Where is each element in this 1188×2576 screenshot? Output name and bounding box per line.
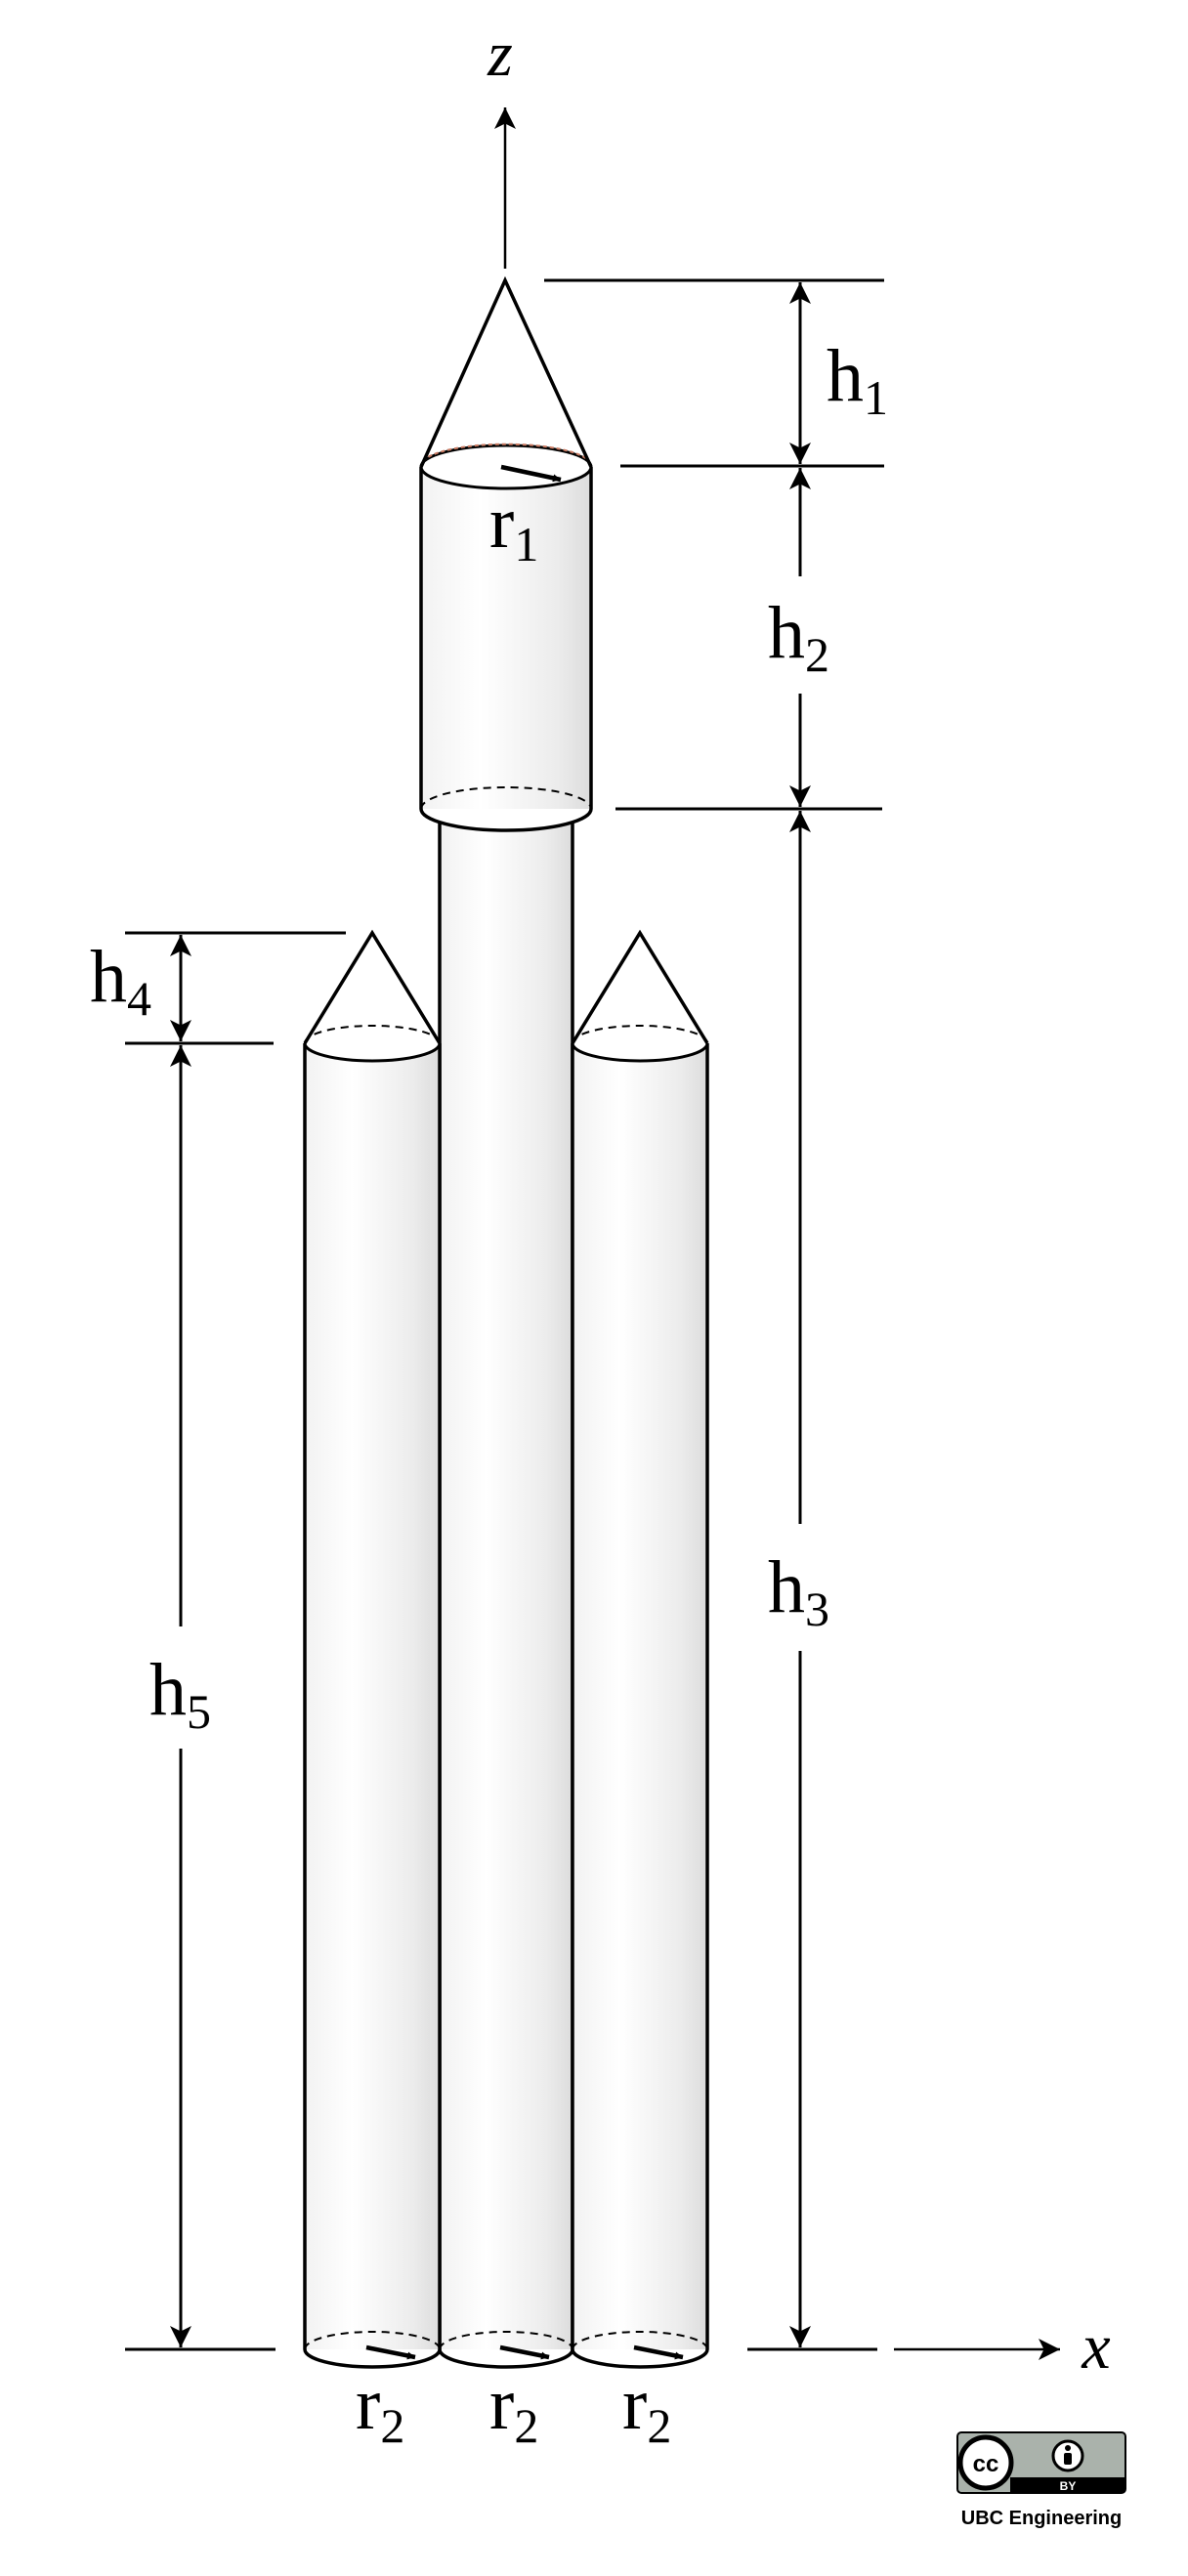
label-h4: h4: [90, 936, 151, 1026]
label-r2-left: r2: [356, 2363, 404, 2453]
cc-by-license-badge: cc BY: [956, 2431, 1126, 2494]
x-axis-label: x: [1081, 2311, 1110, 2383]
radius-arrows: [365, 464, 684, 2360]
core-stage: [438, 807, 574, 2369]
label-r1: r1: [489, 482, 538, 571]
label-h1: h1: [827, 335, 888, 425]
label-h3: h3: [768, 1546, 829, 1636]
label-h5: h5: [149, 1649, 211, 1739]
label-r2-center: r2: [489, 2363, 538, 2453]
label-h2: h2: [768, 592, 829, 682]
credit-text: UBC Engineering: [961, 2508, 1122, 2529]
label-r2-right: r2: [622, 2363, 671, 2453]
z-axis-label: z: [487, 19, 513, 90]
main-nose-cone: [419, 275, 593, 468]
cc-icon: cc: [957, 2434, 1014, 2491]
extension-lines: [125, 278, 884, 2351]
left-booster: [303, 929, 442, 2369]
by-label: BY: [1060, 2479, 1077, 2493]
right-booster: [571, 929, 709, 2369]
person-icon: [1051, 2439, 1084, 2472]
svg-text:cc: cc: [973, 2451, 999, 2477]
